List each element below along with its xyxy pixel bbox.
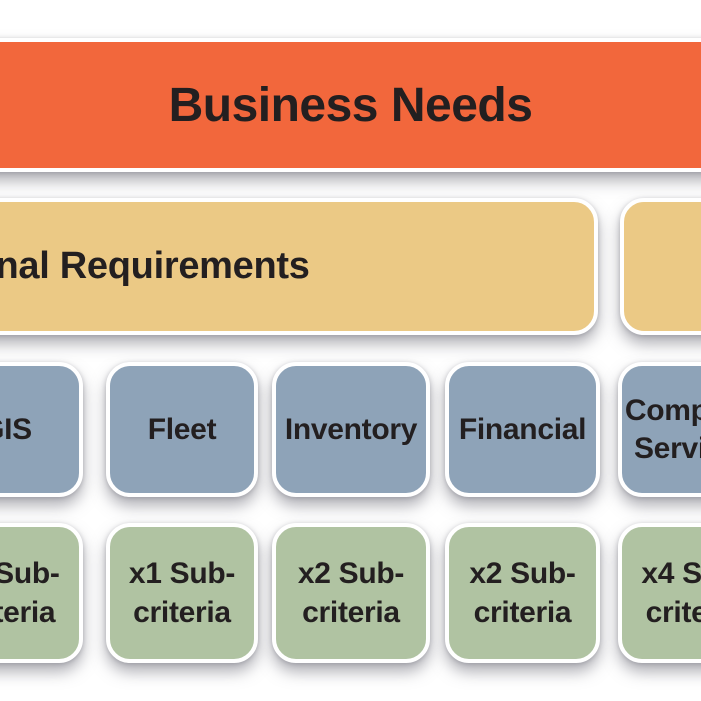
node-inventory-label: Inventory — [284, 412, 418, 446]
node-financial-label: Financial — [458, 412, 587, 446]
node-business-needs-label: Business Needs — [168, 78, 533, 132]
node-business-needs: Business Needs — [0, 38, 701, 172]
node-computer-services-subcriteria: x4 Sub- criteria — [618, 523, 701, 663]
node-inventory: Inventory — [272, 362, 430, 497]
node-computer-services-subcriteria-label: x4 Sub- criteria — [641, 557, 701, 629]
node-fleet-label: Fleet — [147, 412, 217, 446]
node-inventory-subcriteria-label: x2 Sub- criteria — [297, 557, 405, 629]
node-gis-subcriteria: x2 Sub- criteria — [0, 523, 83, 663]
node-financial-subcriteria-label: x2 Sub- criteria — [469, 557, 576, 629]
node-computer-services-label: Computer Services — [624, 394, 701, 465]
node-functional-requirements-label: Functional Requirements — [0, 245, 310, 287]
node-requirements-right — [620, 198, 701, 335]
node-financial: Financial — [445, 362, 600, 497]
node-financial-subcriteria: x2 Sub- criteria — [445, 523, 600, 663]
node-gis: GIS — [0, 362, 83, 497]
node-functional-requirements: Functional Requirements — [0, 198, 598, 335]
node-gis-label: GIS — [0, 412, 32, 446]
node-inventory-subcriteria: x2 Sub- criteria — [272, 523, 430, 663]
node-fleet-subcriteria-label: x1 Sub- criteria — [128, 557, 236, 629]
node-computer-services: Computer Services — [618, 362, 701, 497]
node-gis-subcriteria-label: x2 Sub- criteria — [0, 557, 60, 629]
node-fleet: Fleet — [106, 362, 258, 497]
node-fleet-subcriteria: x1 Sub- criteria — [106, 523, 258, 663]
